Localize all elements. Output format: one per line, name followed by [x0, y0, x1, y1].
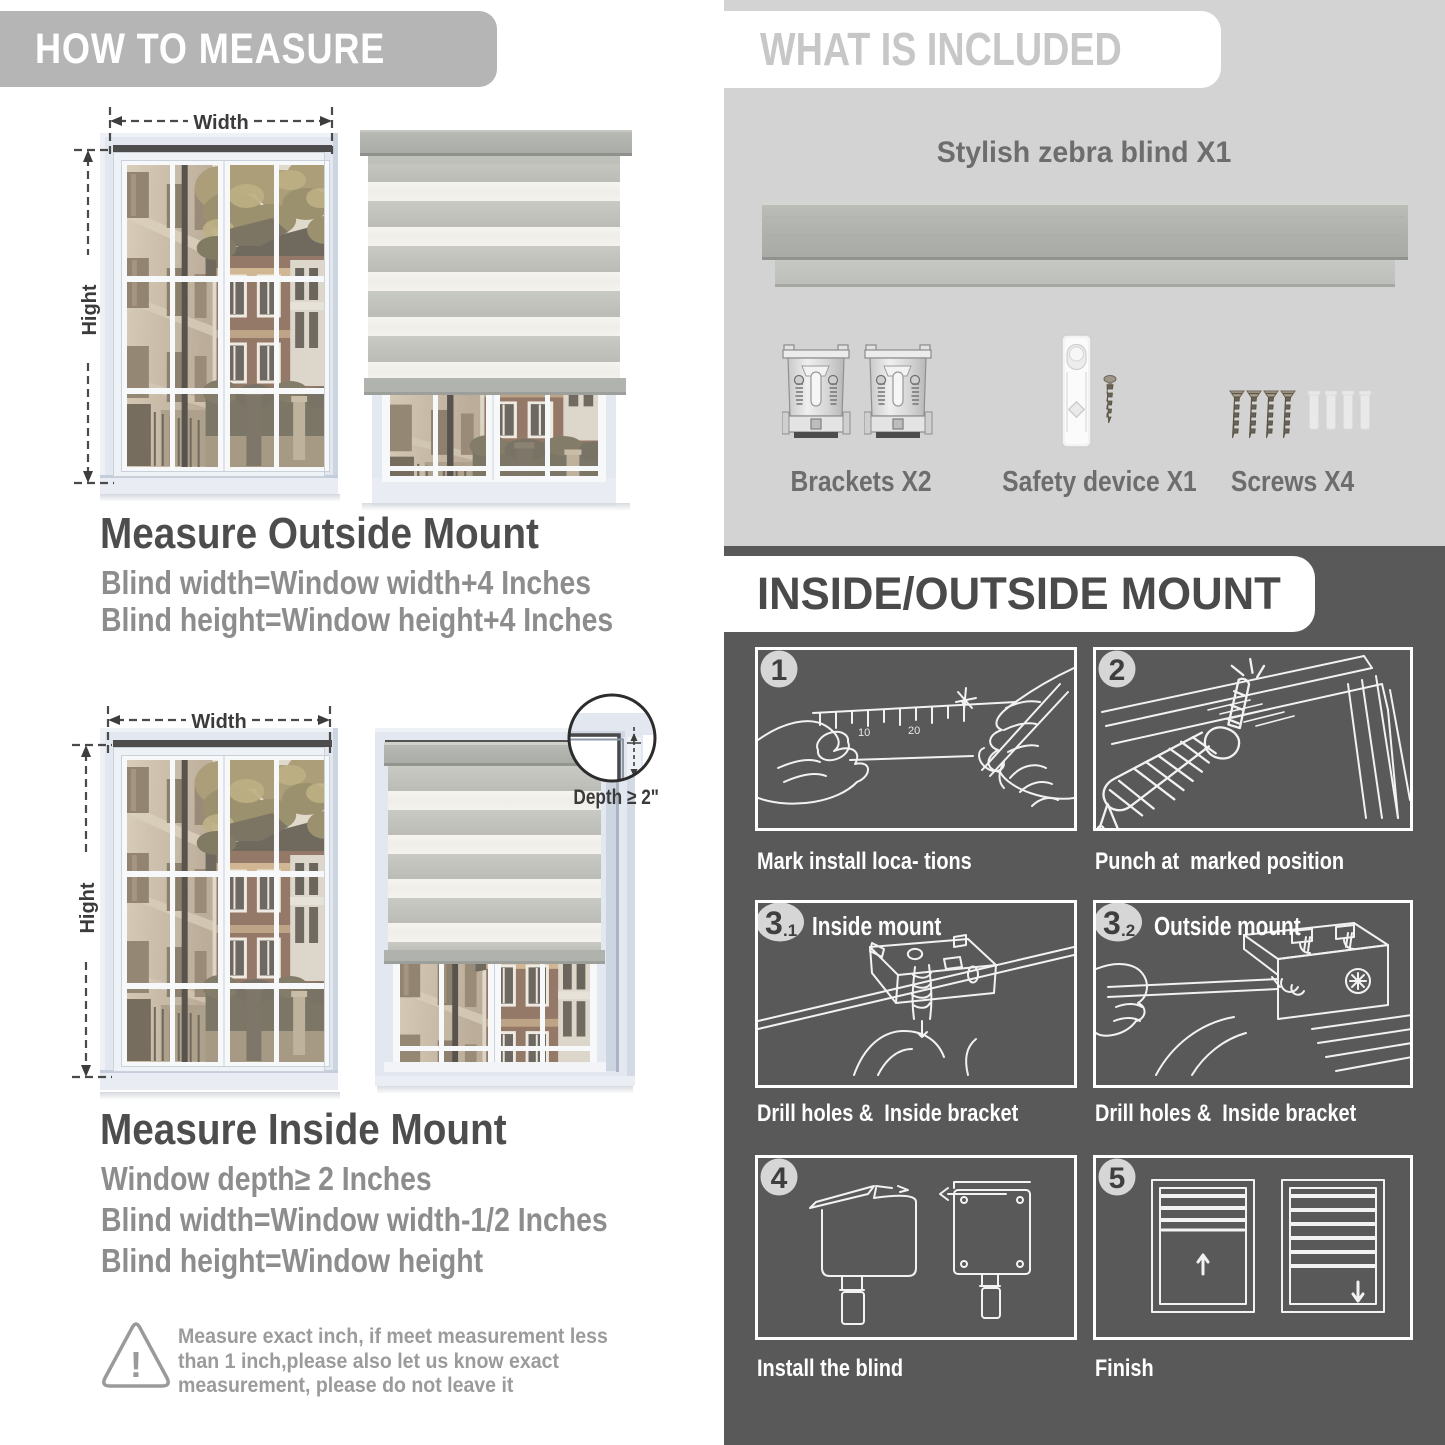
svg-text:20: 20 — [908, 725, 920, 737]
svg-text:.2: .2 — [1121, 921, 1135, 940]
svg-text:Inside mount: Inside mount — [812, 912, 941, 941]
svg-text:4: 4 — [771, 1162, 788, 1195]
svg-text:1: 1 — [771, 654, 788, 687]
svg-text:2: 2 — [1109, 654, 1126, 687]
svg-text:Width: Width — [193, 112, 248, 134]
svg-text:.1: .1 — [783, 921, 797, 940]
svg-text:10: 10 — [858, 727, 870, 739]
svg-text:3: 3 — [1103, 905, 1121, 941]
svg-text:Hight: Hight — [79, 284, 101, 335]
svg-text:Width: Width — [191, 711, 246, 733]
svg-text:!: ! — [130, 1344, 142, 1385]
svg-text:Outside mount: Outside mount — [1154, 912, 1301, 941]
svg-text:3: 3 — [765, 905, 783, 941]
svg-text:Hight: Hight — [77, 882, 99, 933]
svg-text:5: 5 — [1109, 1162, 1126, 1195]
